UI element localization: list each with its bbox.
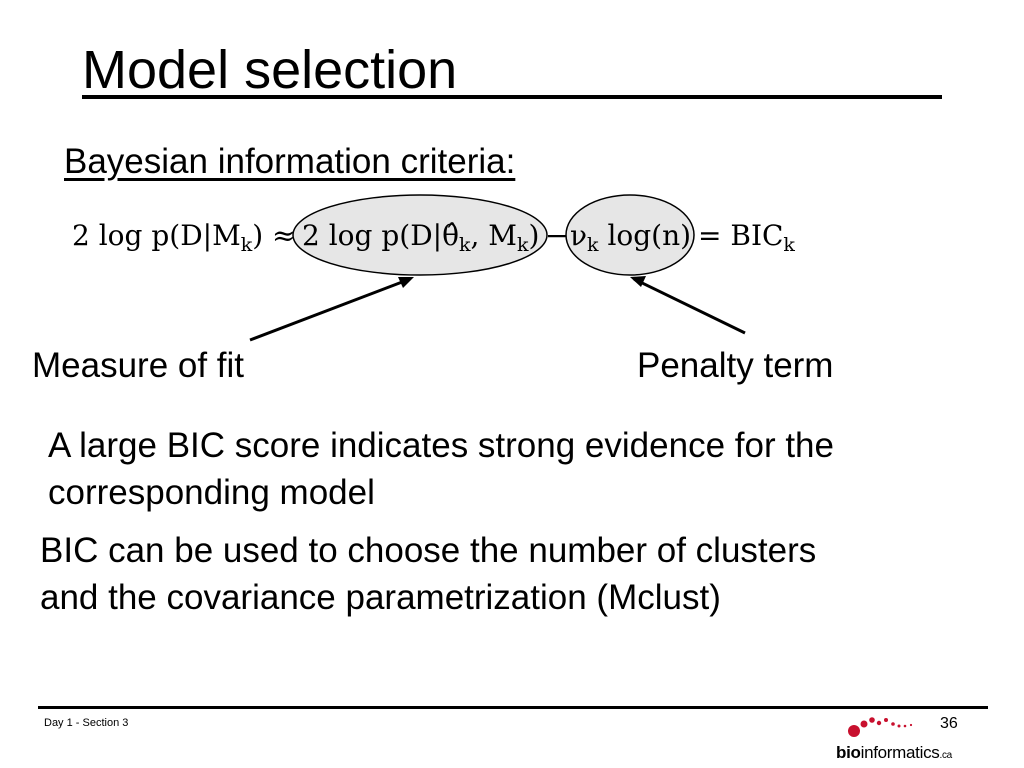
footer-section-label: Day 1 - Section 3 bbox=[44, 717, 129, 729]
slide-title: Model selection bbox=[82, 40, 458, 100]
approx-sign: ≈ bbox=[272, 219, 295, 252]
page-number: 36 bbox=[940, 715, 958, 732]
minus-sign: − bbox=[545, 219, 568, 252]
bic-formula-diagram: 2 log p(D|Mk) ≈ 2 log p(D|θ̂k, Mk) − νk … bbox=[72, 194, 795, 342]
penalty-term-label: Penalty term bbox=[637, 346, 834, 385]
penalty-arrowhead bbox=[630, 276, 646, 287]
bic-usage-paragraph: BIC can be used to choose the number of … bbox=[40, 531, 817, 617]
footer-rule bbox=[38, 706, 988, 709]
formula-penalty-term: νk log(n) bbox=[570, 219, 691, 256]
title-underline-rule bbox=[82, 95, 942, 99]
logo-wordmark: bioinformatics.ca bbox=[836, 743, 952, 762]
fit-arrowhead bbox=[398, 277, 414, 288]
bioinformatics-logo: bioinformatics.ca bbox=[830, 712, 960, 768]
logo-dots-icon bbox=[848, 717, 913, 737]
measure-of-fit-label: Measure of fit bbox=[32, 346, 245, 385]
fit-term-ellipse bbox=[292, 194, 548, 276]
penalty-arrow-line bbox=[633, 277, 746, 335]
bic-interpretation-paragraph: A large BIC score indicates strong evide… bbox=[48, 426, 834, 512]
section-subtitle: Bayesian information criteria: bbox=[64, 142, 516, 181]
formula-fit-term: 2 log p(D|θ̂k, Mk) bbox=[302, 219, 539, 256]
formula-lhs: 2 log p(D|Mk) bbox=[72, 219, 263, 256]
penalty-term-ellipse bbox=[565, 194, 695, 276]
formula-rhs: = BICk bbox=[698, 219, 795, 256]
fit-arrow-line bbox=[249, 277, 411, 342]
